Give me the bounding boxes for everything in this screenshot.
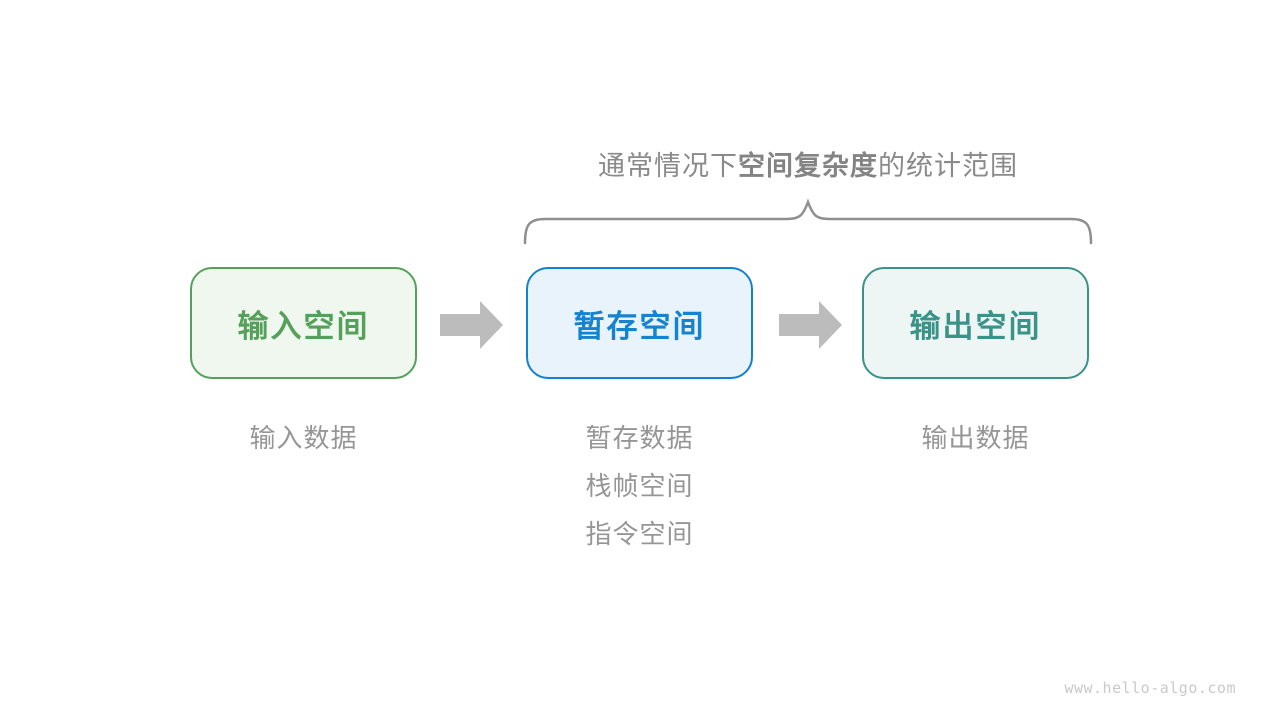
input-space-label: 输入空间 bbox=[237, 308, 370, 344]
scope-title: 通常情况下空间复杂度的统计范围 bbox=[500, 144, 1116, 183]
note-line: 栈帧空间 bbox=[585, 471, 694, 501]
note-line: 暂存数据 bbox=[585, 423, 694, 453]
temp-space-notes: 暂存数据 栈帧空间 指令空间 bbox=[526, 414, 753, 558]
temp-space-box: 暂存空间 bbox=[526, 267, 753, 379]
temp-space-label: 暂存空间 bbox=[573, 308, 706, 344]
output-space-notes: 输出数据 bbox=[862, 414, 1089, 462]
output-space-box: 输出空间 bbox=[862, 267, 1089, 379]
scope-brace bbox=[523, 198, 1093, 245]
input-space-notes: 输入数据 bbox=[190, 414, 417, 462]
scope-title-bold: 空间复杂度 bbox=[738, 151, 878, 181]
input-space-box: 输入空间 bbox=[190, 267, 417, 379]
scope-title-prefix: 通常情况下 bbox=[598, 151, 738, 181]
arrow-right-icon bbox=[440, 301, 503, 349]
note-line: 指令空间 bbox=[585, 519, 694, 549]
output-space-label: 输出空间 bbox=[909, 308, 1042, 344]
scope-title-suffix: 的统计范围 bbox=[878, 151, 1018, 181]
note-line: 输入数据 bbox=[249, 423, 358, 453]
site-watermark: www.hello-algo.com bbox=[1064, 679, 1236, 697]
note-line: 输出数据 bbox=[921, 423, 1030, 453]
arrow-right-icon bbox=[779, 301, 842, 349]
